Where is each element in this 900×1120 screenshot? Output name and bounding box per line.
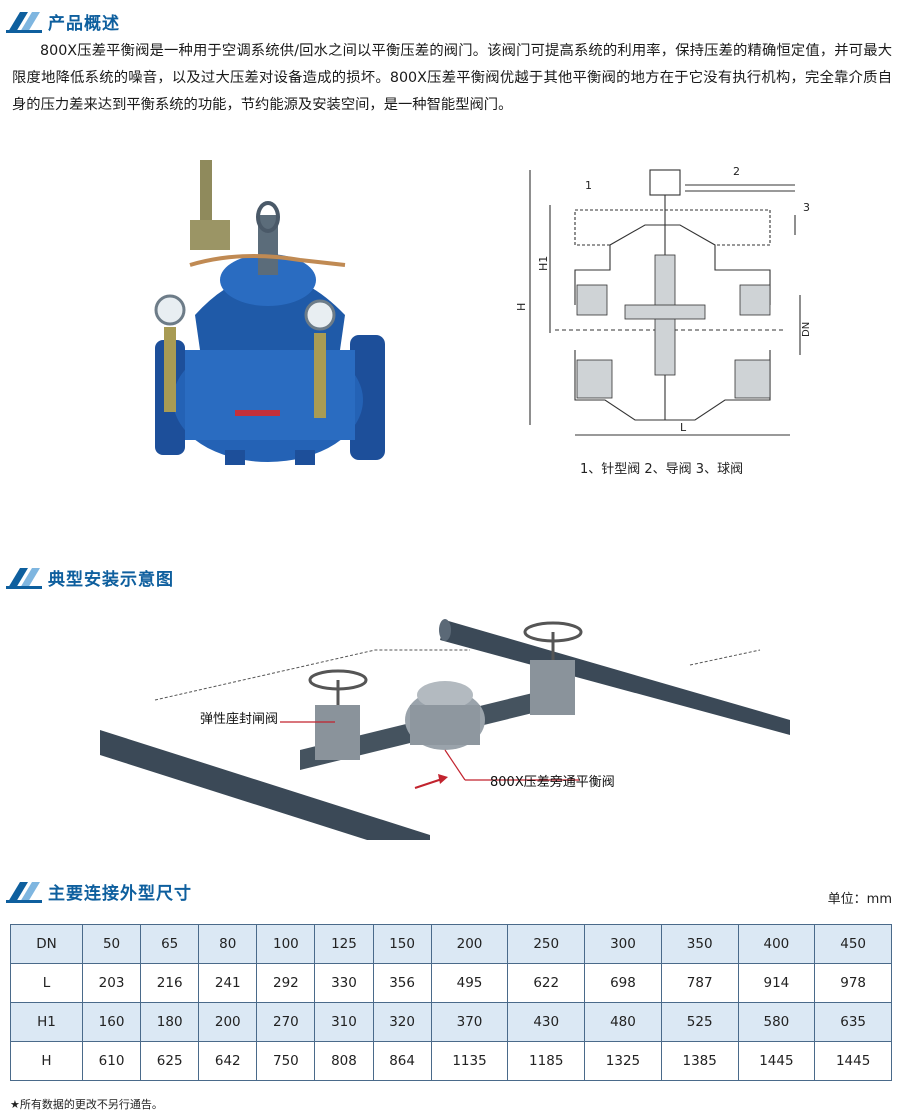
table-cell: 450 — [814, 924, 892, 964]
row-header: H — [10, 1041, 83, 1081]
table-cell: 200 — [198, 1002, 258, 1042]
table-cell: 320 — [372, 1002, 432, 1042]
section-title: 主要连接外型尺寸 — [48, 883, 192, 904]
section-title: 产品概述 — [48, 13, 120, 34]
drawing-label-dn: DN — [801, 322, 812, 337]
installation-diagram — [100, 619, 790, 840]
drawing-label-l: L — [680, 421, 687, 434]
section-header-dims: 主要连接外型尺寸 — [6, 876, 192, 906]
valve-photo — [154, 160, 385, 465]
table-cell: 203 — [81, 963, 142, 1003]
section-marker-icon — [6, 878, 44, 904]
table-cell: 300 — [584, 924, 662, 964]
table-cell: 635 — [814, 1002, 892, 1042]
table-cell: 698 — [584, 963, 662, 1003]
footnote: ★所有数据的更改不另行通告。 — [10, 1098, 163, 1111]
callout-gate-valve: 弹性座封闸阀 — [200, 712, 279, 727]
table-cell: 610 — [81, 1041, 142, 1081]
table-cell: 480 — [584, 1002, 662, 1042]
table-cell: 580 — [737, 1002, 816, 1042]
table-cell: 180 — [140, 1002, 200, 1042]
table-cell: 270 — [256, 1002, 316, 1042]
row-header: H1 — [10, 1002, 83, 1042]
section-marker-icon — [6, 564, 44, 590]
section-title: 典型安装示意图 — [48, 569, 174, 590]
table-cell: 65 — [140, 924, 200, 964]
table-cell: 642 — [198, 1041, 258, 1081]
table-cell: 241 — [198, 963, 258, 1003]
table-cell: 495 — [430, 963, 509, 1003]
table-cell: 356 — [372, 963, 432, 1003]
table-cell: 787 — [660, 963, 739, 1003]
table-cell: 430 — [507, 1002, 586, 1042]
drawing-label-1: 1 — [585, 179, 592, 192]
table-cell: 100 — [256, 924, 316, 964]
table-cell: 978 — [814, 963, 892, 1003]
table-cell: 160 — [81, 1002, 142, 1042]
table-cell: 216 — [140, 963, 200, 1003]
section-marker-icon — [6, 8, 44, 34]
table-cell: 330 — [314, 963, 374, 1003]
table-cell: 50 — [81, 924, 142, 964]
table-cell: 622 — [507, 963, 586, 1003]
table-cell: 400 — [737, 924, 816, 964]
table-cell: 914 — [737, 963, 816, 1003]
table-cell: 1385 — [660, 1041, 739, 1081]
drawing-label-h: H — [515, 303, 528, 311]
table-cell: 1325 — [584, 1041, 662, 1081]
intro-paragraph: 800X压差平衡阀是一种用于空调系统供/回水之间以平衡压差的阀门。该阀门可提高系… — [12, 43, 892, 113]
table-cell: 625 — [140, 1041, 200, 1081]
table-cell: 292 — [256, 963, 316, 1003]
row-header: L — [10, 963, 83, 1003]
table-cell: 525 — [660, 1002, 739, 1042]
callout-bypass-valve: 800X压差旁通平衡阀 — [490, 775, 615, 790]
table-cell: 1185 — [507, 1041, 586, 1081]
section-header-overview: 产品概述 — [6, 6, 120, 36]
drawing-label-h1: H1 — [537, 256, 550, 271]
table-cell: 310 — [314, 1002, 374, 1042]
unit-label: 单位：mm — [827, 892, 892, 907]
drawing-label-3: 3 — [803, 201, 810, 214]
table-cell: 750 — [256, 1041, 316, 1081]
table-cell: 1445 — [737, 1041, 816, 1081]
table-cell: 808 — [314, 1041, 374, 1081]
section-header-install: 典型安装示意图 — [6, 562, 174, 592]
table-cell: 370 — [430, 1002, 509, 1042]
drawing-label-2: 2 — [733, 165, 740, 178]
table-cell: 350 — [660, 924, 739, 964]
table-cell: 80 — [198, 924, 258, 964]
row-header: DN — [10, 924, 83, 964]
drawing-caption: 1、针型阀 2、导阀 3、球阀 — [580, 462, 744, 477]
table-cell: 250 — [507, 924, 586, 964]
table-cell: 200 — [430, 924, 509, 964]
table-cell: 1445 — [814, 1041, 892, 1081]
table-cell: 864 — [372, 1041, 432, 1081]
table-cell: 150 — [372, 924, 432, 964]
valve-section-drawing: 1 2 3 H1 H DN L — [515, 165, 812, 436]
table-cell: 1135 — [430, 1041, 509, 1081]
table-cell: 125 — [314, 924, 374, 964]
